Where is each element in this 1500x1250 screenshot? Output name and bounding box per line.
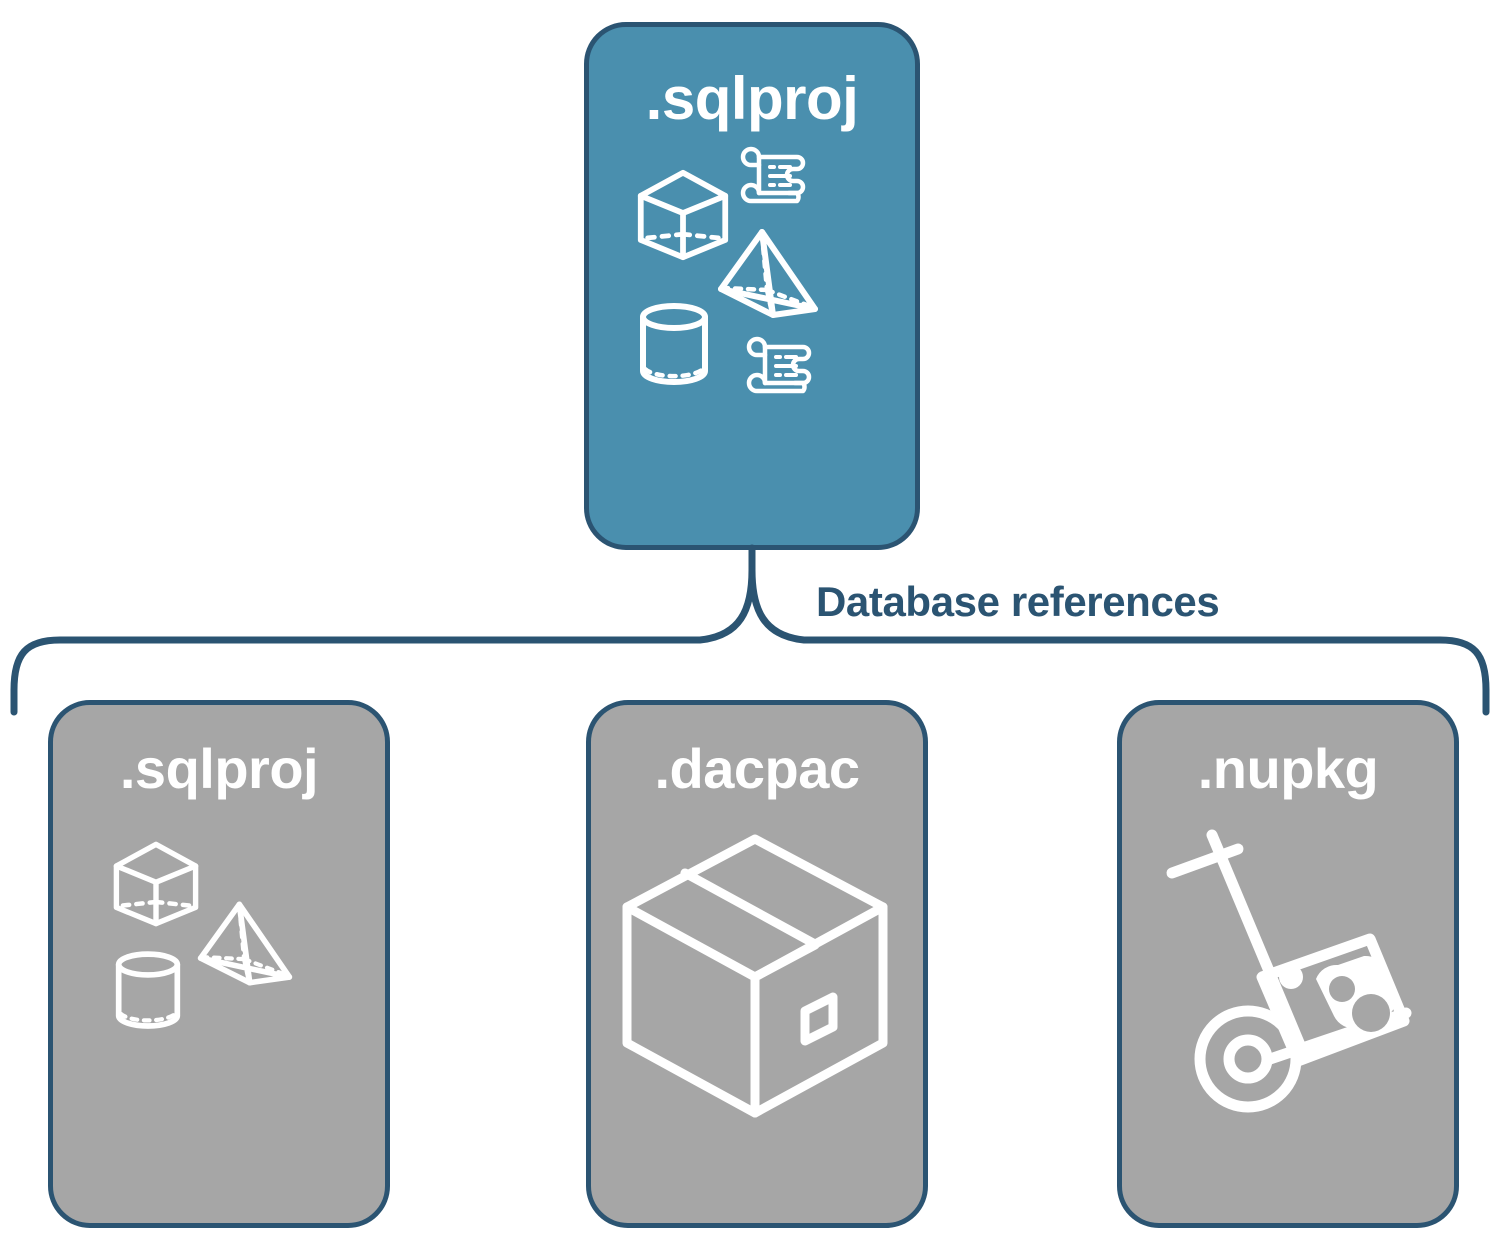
hand-truck-icon (1152, 827, 1424, 1117)
pyramid-icon (715, 227, 821, 321)
package-box-icon (619, 831, 891, 1121)
icon-cluster-database-objects (69, 821, 369, 1121)
icon-cluster-database-objects (627, 146, 877, 429)
card-reference-nupkg[interactable]: .nupkg (1117, 700, 1459, 1228)
scroll-icon (740, 146, 809, 219)
cylinder-icon (637, 301, 711, 389)
card-reference-dacpac[interactable]: .dacpac (586, 700, 928, 1228)
card-label: .sqlproj (645, 65, 859, 132)
card-label: .nupkg (1197, 737, 1379, 800)
cube-icon (635, 167, 731, 263)
pyramid-icon (195, 899, 295, 989)
scroll-icon (746, 336, 815, 409)
connector-label-database-references: Database references (816, 578, 1220, 625)
icon-cluster-hand-truck (1138, 821, 1438, 1121)
card-label: .dacpac (654, 737, 860, 800)
cylinder-icon (113, 949, 183, 1033)
cube-icon (111, 839, 201, 929)
icon-cluster-package (607, 821, 907, 1121)
card-root-sqlproj[interactable]: .sqlproj (584, 22, 920, 550)
card-reference-sqlproj[interactable]: .sqlproj (48, 700, 390, 1228)
card-label: .sqlproj (119, 737, 319, 800)
